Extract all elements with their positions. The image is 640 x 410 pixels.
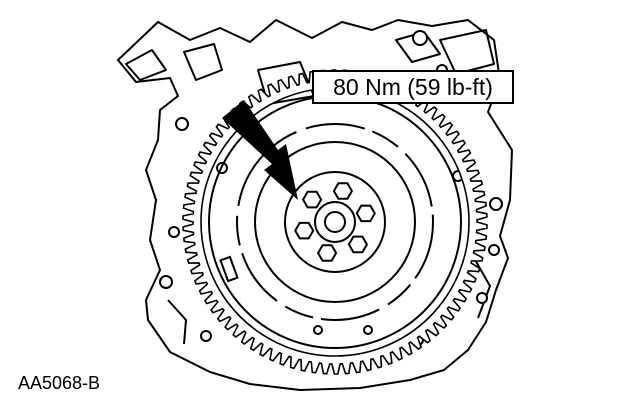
- torque-callout: 80 Nm (59 lb-ft): [312, 70, 514, 104]
- bolt-pattern: [294, 182, 376, 262]
- hex-bolt-icon: [316, 244, 338, 262]
- hex-bolt-icon: [301, 190, 323, 209]
- hex-bolt-icon: [355, 204, 376, 223]
- arrow-icon: [222, 100, 298, 200]
- figure-id: AA5068-B: [18, 373, 101, 393]
- hex-bolt-icon: [347, 235, 369, 254]
- hex-bolt-icon: [332, 182, 354, 200]
- flywheel-face: [208, 95, 462, 349]
- engine-housing: [117, 19, 513, 391]
- hex-bolt-icon: [294, 221, 315, 240]
- torque-label: 80 Nm (59 lb-ft): [333, 74, 493, 100]
